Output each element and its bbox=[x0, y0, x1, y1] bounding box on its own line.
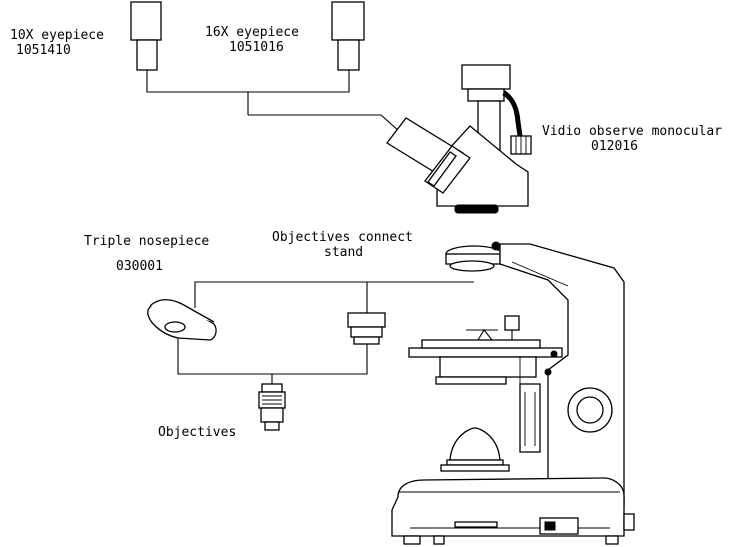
objectives-label: Objectives bbox=[158, 425, 236, 440]
eyepiece-16x-label: 16X eyepiece 1051016 bbox=[205, 25, 299, 55]
monocular-name: Vidio observe monocular bbox=[542, 124, 723, 139]
objectives-stand-line1: Objectives connect bbox=[272, 230, 413, 245]
eyepiece-10x-label: 10X eyepiece 1051410 bbox=[10, 28, 104, 58]
triple-nosepiece-drawing bbox=[147, 299, 217, 341]
nosepiece-leader-lines bbox=[177, 281, 474, 384]
eyepiece-16x-name: 16X eyepiece bbox=[205, 25, 299, 40]
nosepiece-code: 030001 bbox=[116, 259, 163, 274]
eyepiece-10x-name: 10X eyepiece bbox=[10, 28, 104, 43]
eyepiece-16x-drawing bbox=[331, 1, 365, 71]
monocular-label: Vidio observe monocular 012016 bbox=[542, 124, 722, 154]
objectives-name: Objectives bbox=[158, 425, 237, 440]
monocular-code: 012016 bbox=[591, 139, 638, 154]
microscope-stand-drawing bbox=[391, 241, 635, 545]
trinocular-head-drawing bbox=[386, 64, 532, 214]
objectives-stand-line2: stand bbox=[324, 245, 364, 260]
nosepiece-name: Triple nosepiece bbox=[84, 234, 210, 249]
eyepiece-10x-drawing bbox=[130, 1, 162, 71]
eyepiece-16x-code: 1051016 bbox=[229, 40, 284, 55]
objective-drawing bbox=[258, 383, 286, 431]
objectives-stand-label: Objectives connect stand bbox=[272, 230, 413, 260]
objectives-connect-stand-drawing bbox=[347, 312, 386, 345]
nosepiece-label: Triple nosepiece 030001 bbox=[84, 234, 209, 274]
eyepiece-leader-lines bbox=[146, 70, 401, 133]
eyepiece-10x-code: 1051410 bbox=[16, 43, 71, 58]
